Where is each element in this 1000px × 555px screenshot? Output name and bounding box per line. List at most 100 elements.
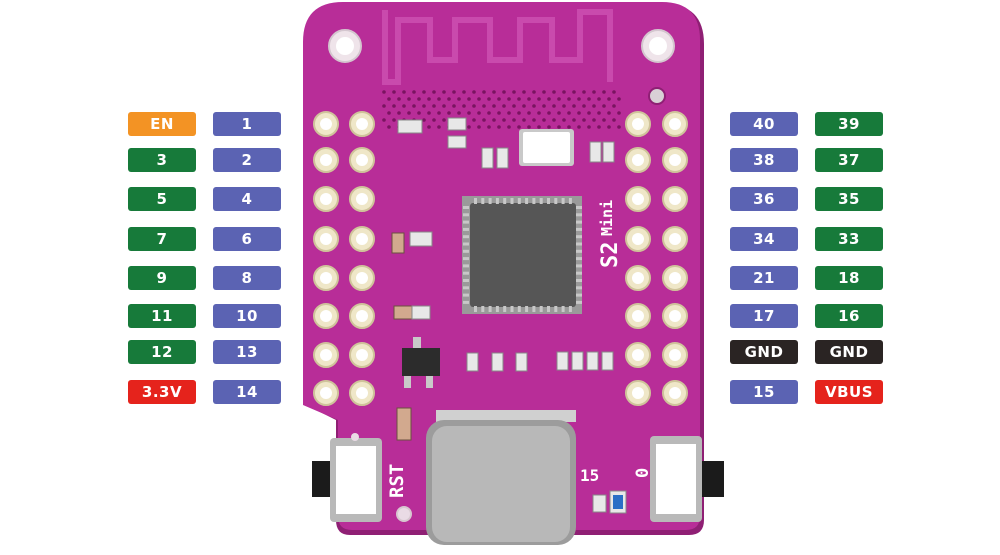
via (607, 111, 611, 115)
chip-pin (510, 198, 514, 204)
via (457, 111, 461, 115)
via (592, 90, 596, 94)
left-outer-pin-label: EN (128, 112, 196, 136)
via (542, 118, 546, 122)
chip-pin (503, 306, 507, 312)
chip-pin (576, 271, 582, 275)
header-pad-hole (632, 349, 644, 361)
via (477, 125, 481, 129)
via (422, 104, 426, 108)
header-pad-hole (356, 272, 368, 284)
via (532, 104, 536, 108)
via (522, 104, 526, 108)
via (512, 90, 516, 94)
via (542, 90, 546, 94)
via (562, 104, 566, 108)
right-outer-pin-label: 35 (815, 187, 883, 211)
via (462, 90, 466, 94)
chip-pin (561, 306, 565, 312)
right-outer-pin-label: GND (815, 340, 883, 364)
via (502, 118, 506, 122)
left-outer-pin-label: 12 (128, 340, 196, 364)
chip-pin (474, 198, 477, 204)
via (492, 90, 496, 94)
via (592, 118, 596, 122)
via (412, 90, 416, 94)
via (467, 97, 471, 101)
via (507, 125, 511, 129)
chip-pin (547, 198, 550, 204)
via (382, 118, 386, 122)
via (602, 118, 606, 122)
right-outer-pin-label: 18 (815, 266, 883, 290)
antenna-trace (382, 9, 613, 85)
chip-pin (532, 198, 536, 204)
via (597, 97, 601, 101)
via (567, 111, 571, 115)
via (472, 90, 476, 94)
via (502, 90, 506, 94)
header-pad-hole (320, 193, 332, 205)
silk-s2-mini-suffix: Mini (598, 200, 616, 236)
chip-pin (481, 306, 485, 312)
chip-pin (539, 306, 543, 312)
via (382, 90, 386, 94)
via (597, 125, 601, 129)
via (392, 104, 396, 108)
via (567, 97, 571, 101)
usb-c-connector (426, 410, 576, 545)
right-inner-pin-label: 40 (730, 112, 798, 136)
header-pad-hole (356, 193, 368, 205)
via (552, 118, 556, 122)
chip-pin (463, 300, 469, 304)
via (542, 104, 546, 108)
via (462, 104, 466, 108)
via (502, 104, 506, 108)
chip-pin (495, 198, 499, 204)
header-pad-hole (320, 387, 332, 399)
chip-pin (576, 264, 582, 268)
via (447, 97, 451, 101)
chip-pin (576, 242, 582, 246)
chip-pin (463, 242, 469, 246)
chip-pin (474, 306, 477, 312)
via (492, 118, 496, 122)
button-0[interactable] (650, 436, 724, 522)
header-pad-hole (320, 118, 332, 130)
via (397, 111, 401, 115)
via (397, 97, 401, 101)
chip-pin (463, 213, 469, 217)
chip-pin (576, 220, 582, 224)
chip-pin (463, 279, 469, 282)
header-pad-hole (632, 387, 644, 399)
chip-pin (463, 293, 469, 297)
chip-pin (463, 206, 469, 209)
via (507, 97, 511, 101)
chip-pin (568, 198, 572, 204)
fiducial (648, 87, 666, 105)
chip-pin (463, 257, 469, 261)
via (487, 125, 491, 129)
left-inner-pin-label: 2 (213, 148, 281, 172)
header-pad-hole (320, 272, 332, 284)
via (577, 111, 581, 115)
left-inner-pin-label: 14 (213, 380, 281, 404)
chip-pin (576, 206, 582, 209)
via (437, 97, 441, 101)
test-pad (351, 433, 359, 441)
chip-pin (547, 306, 550, 312)
chip-pin (554, 198, 558, 204)
via (412, 104, 416, 108)
via (537, 111, 541, 115)
via (557, 97, 561, 101)
reset-button[interactable] (312, 438, 382, 522)
right-inner-pin-label: 34 (730, 227, 798, 251)
right-outer-pin-label: 33 (815, 227, 883, 251)
via (482, 118, 486, 122)
chip-pin (576, 293, 582, 297)
status-led (609, 490, 627, 514)
via (487, 97, 491, 101)
right-outer-pin-label: 16 (815, 304, 883, 328)
